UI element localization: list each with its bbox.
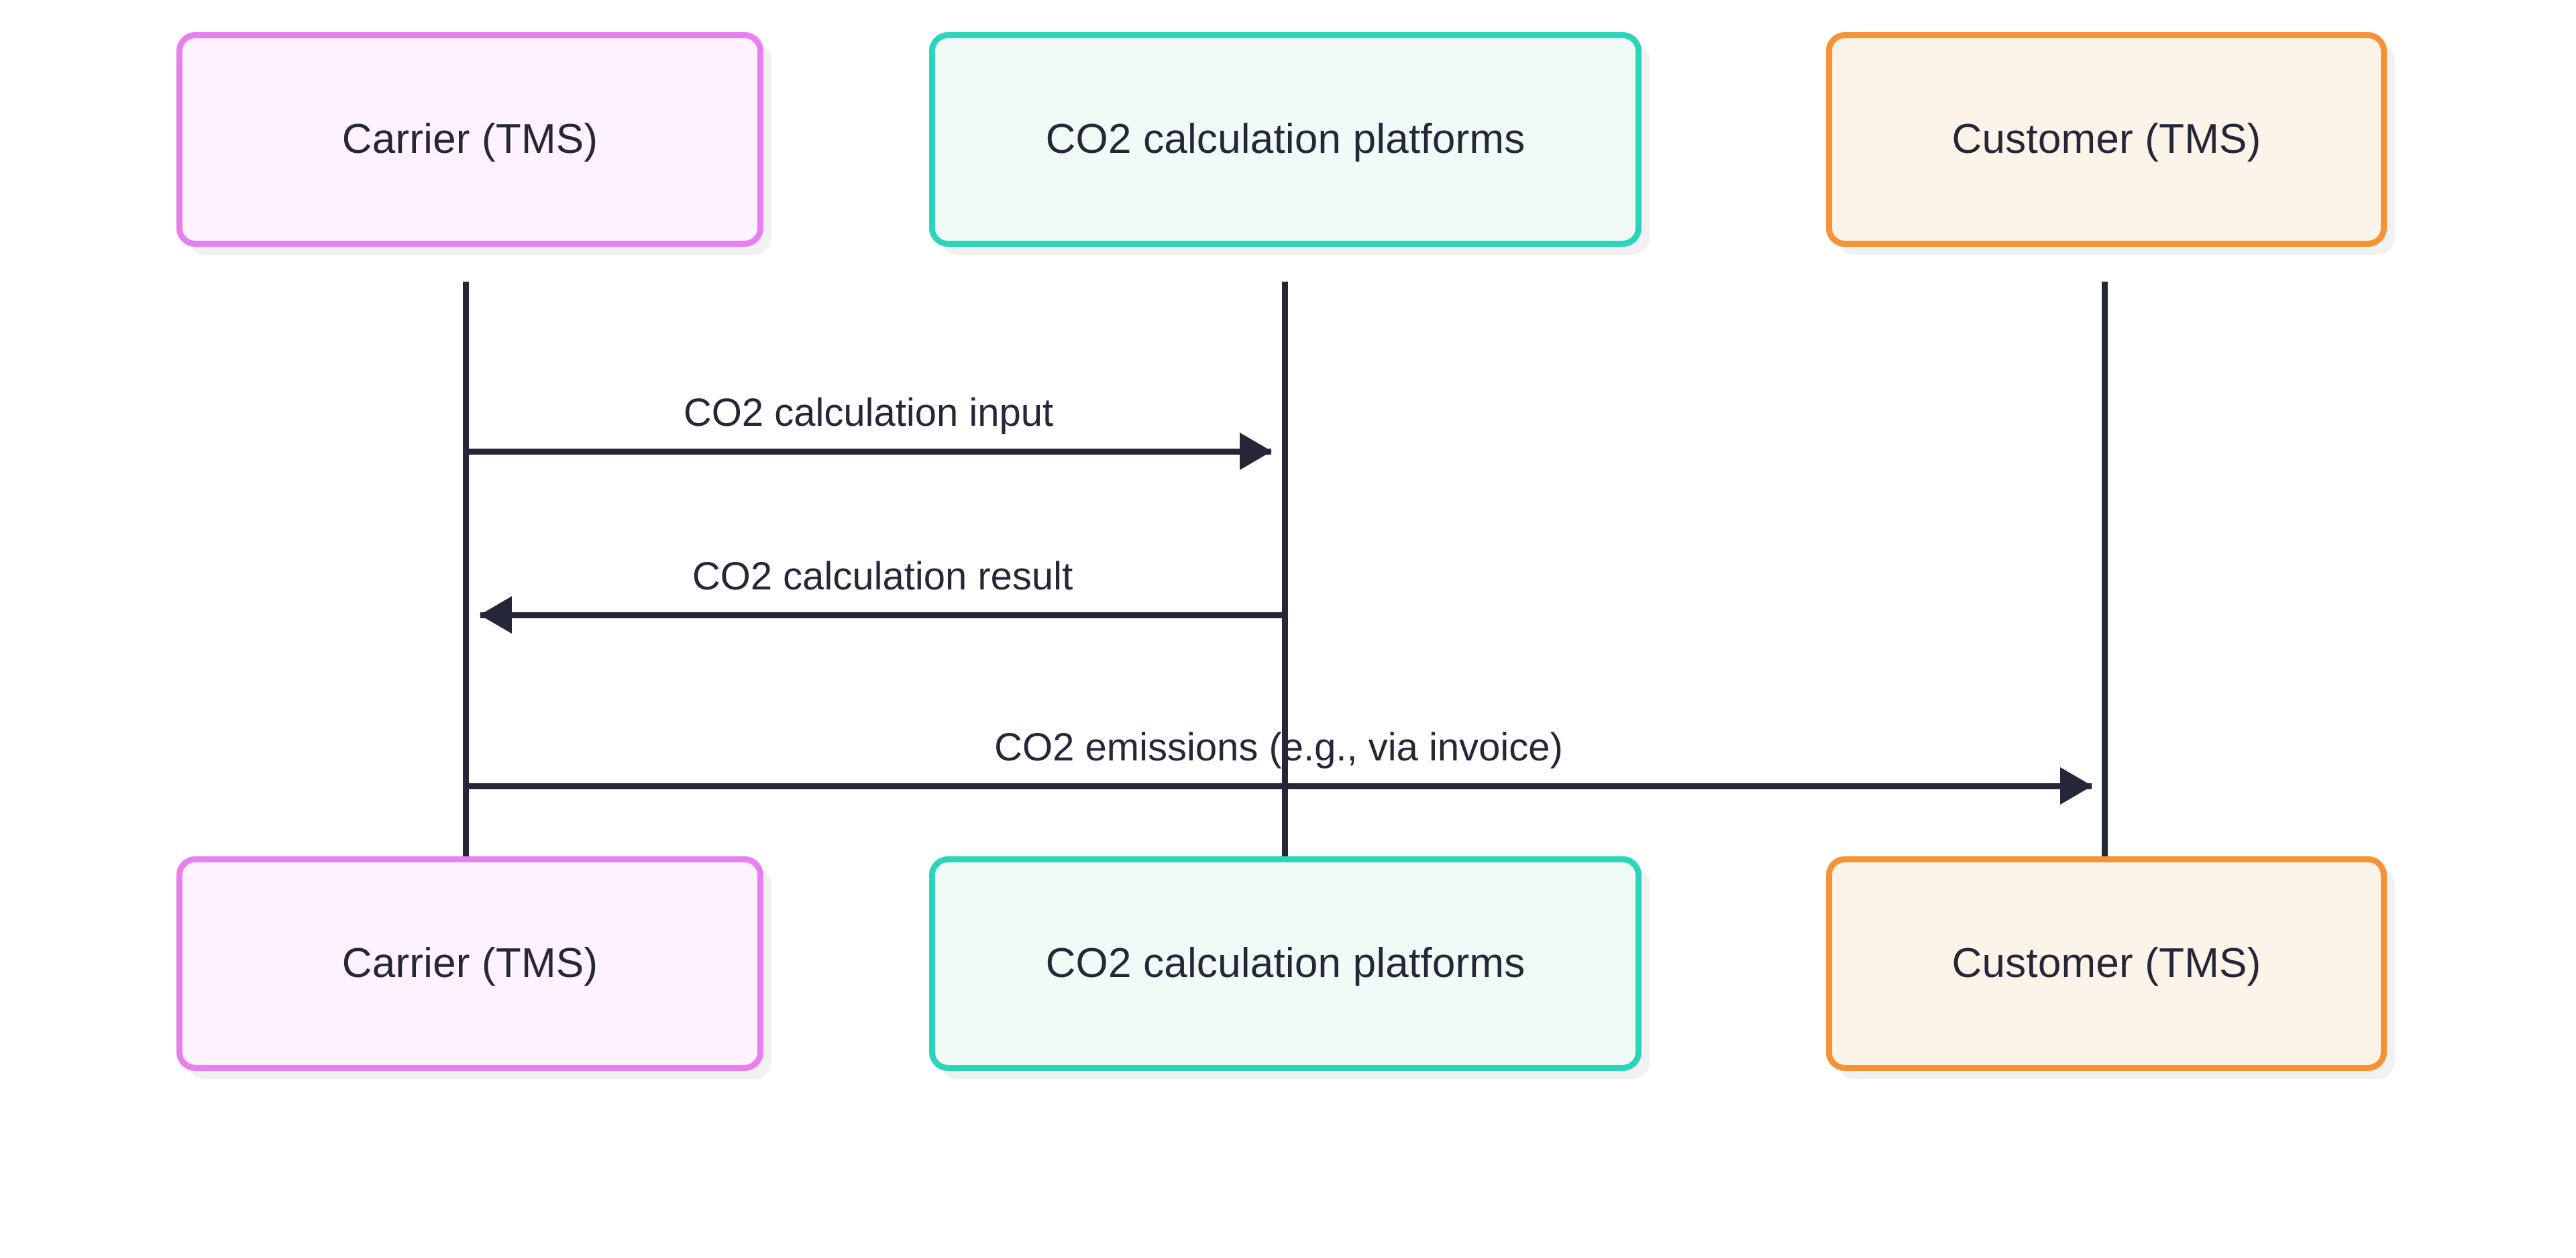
- participant-box-customer-bottom[interactable]: Customer (TMS): [1826, 856, 2387, 1071]
- arrowhead-left-icon: [480, 596, 512, 634]
- participant-label-platform-bottom: CO2 calculation platforms: [1045, 939, 1525, 986]
- message-label-co2-emissions: CO2 emissions (e.g., via invoice): [994, 726, 1563, 770]
- arrowhead-right-icon: [2060, 767, 2092, 805]
- message-line: [466, 449, 1271, 455]
- message-label-co2-calculation-input: CO2 calculation input: [683, 391, 1054, 435]
- participant-box-platform-top[interactable]: CO2 calculation platforms: [929, 32, 1642, 247]
- participant-box-carrier-bottom[interactable]: Carrier (TMS): [176, 856, 763, 1071]
- message-line: [480, 612, 1285, 618]
- arrowhead-right-icon: [1240, 433, 1272, 470]
- participant-label-platform-top: CO2 calculation platforms: [1045, 115, 1525, 162]
- message-line: [466, 783, 2092, 789]
- participant-label-customer-top: Customer (TMS): [1951, 115, 2261, 162]
- lifeline-platform: [1282, 282, 1288, 865]
- participant-label-carrier-top: Carrier (TMS): [341, 115, 598, 162]
- participant-box-carrier-top[interactable]: Carrier (TMS): [176, 32, 763, 247]
- participant-label-customer-bottom: Customer (TMS): [1951, 939, 2261, 986]
- lifeline-customer: [2102, 282, 2108, 865]
- participant-box-platform-bottom[interactable]: CO2 calculation platforms: [929, 856, 1642, 1071]
- participant-label-carrier-bottom: Carrier (TMS): [341, 939, 598, 986]
- participant-box-customer-top[interactable]: Customer (TMS): [1826, 32, 2387, 247]
- message-label-co2-calculation-result: CO2 calculation result: [692, 555, 1073, 599]
- lifeline-carrier: [463, 282, 469, 865]
